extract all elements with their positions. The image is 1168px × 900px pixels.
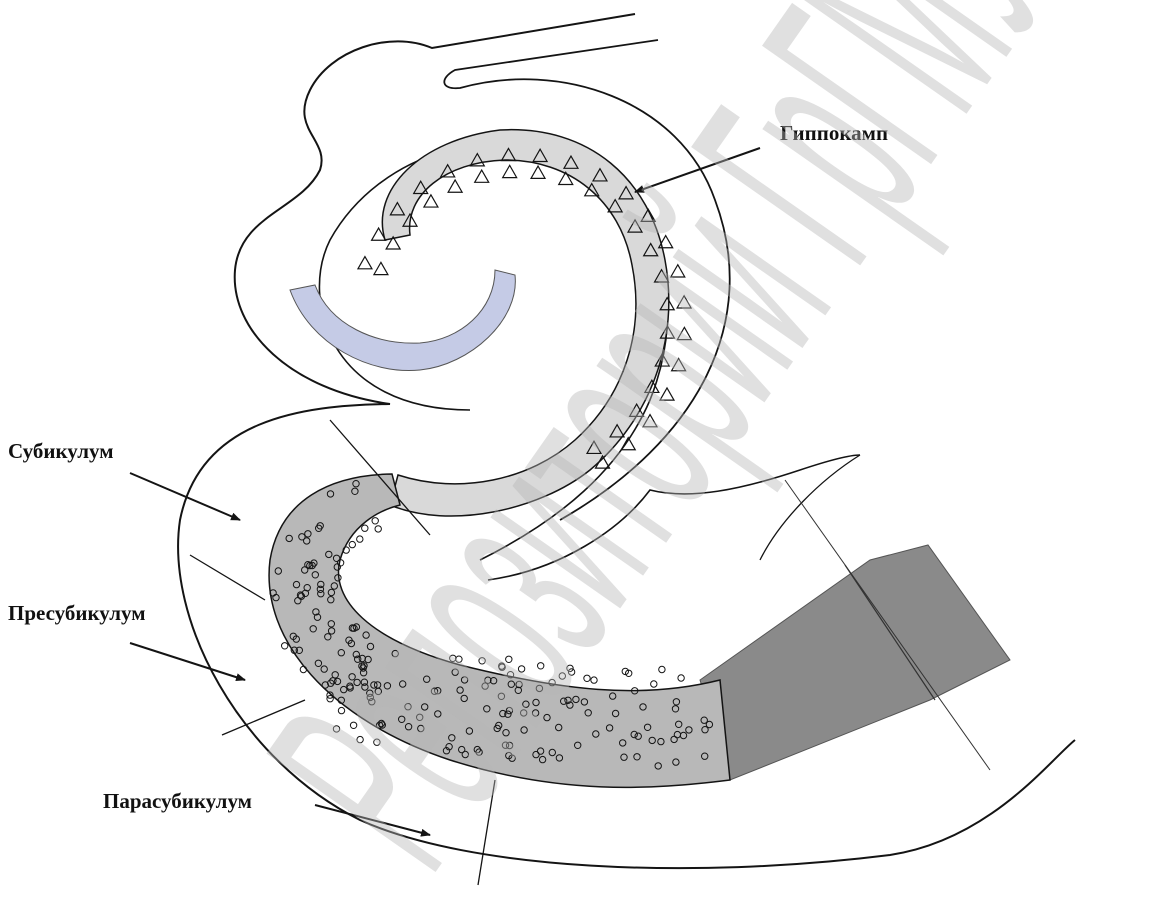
- pyramidal-cell-triangle: [424, 195, 438, 207]
- cell-circle: [651, 681, 657, 687]
- subiculum-arrow: [130, 473, 240, 520]
- presubiculum-boundary-line: [190, 555, 265, 600]
- pyramidal-cell-triangle: [358, 257, 372, 269]
- presubiculum-label: Пресубикулум: [8, 601, 146, 625]
- presubiculum-arrow: [130, 643, 245, 680]
- subiculum-label: Субикулум: [8, 439, 114, 463]
- pyramidal-cell-triangle: [374, 262, 388, 274]
- pyramidal-cell-triangle: [531, 166, 545, 178]
- pyramidal-cell-triangle: [475, 170, 489, 182]
- cell-circle: [678, 675, 684, 681]
- cell-circle: [659, 666, 665, 672]
- pyramidal-cell-triangle: [503, 165, 517, 177]
- parasubiculum-label: Парасубикулум: [103, 789, 252, 813]
- pyramidal-cell-triangle: [448, 180, 462, 192]
